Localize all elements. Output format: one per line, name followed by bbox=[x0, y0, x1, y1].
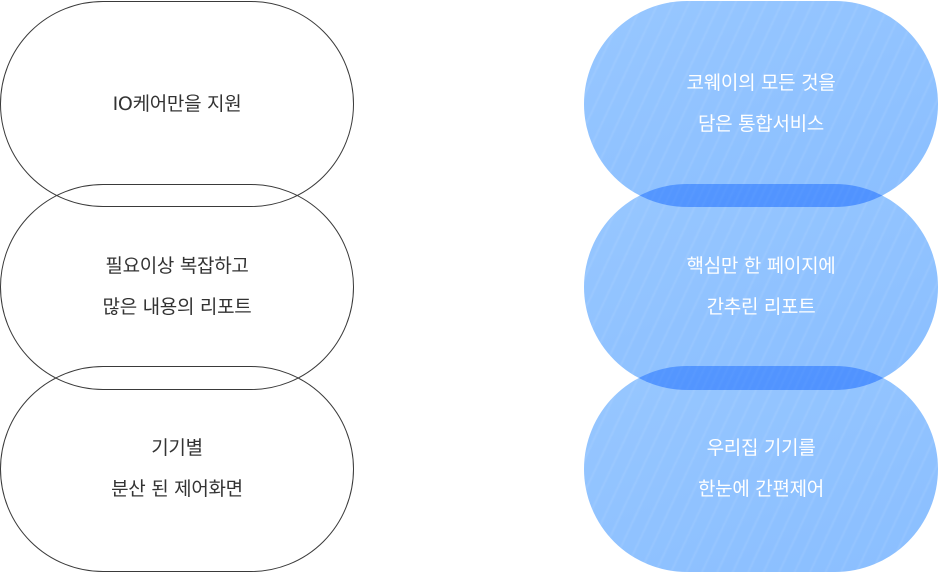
right-pill-2: 핵심만 한 페이지에 간추린 리포트 bbox=[584, 184, 938, 390]
left-pill-3-label: 기기별 분산 된 제어화면 bbox=[111, 428, 243, 510]
left-pill-3-line-1: 기기별 bbox=[151, 437, 203, 459]
left-pill-2-label: 필요이상 복잡하고 많은 내용의 리포트 bbox=[103, 246, 252, 328]
right-pill-1-line-1: 코웨이의 모든 것을 bbox=[686, 72, 836, 94]
left-pill-2: 필요이상 복잡하고 많은 내용의 리포트 bbox=[0, 184, 354, 390]
left-pill-1: IO케어만을 지원 bbox=[0, 1, 354, 207]
right-pill-1: 코웨이의 모든 것을 담은 통합서비스 bbox=[584, 1, 938, 207]
left-pill-1-label: IO케어만을 지원 bbox=[113, 84, 242, 125]
left-pill-2-line-2: 많은 내용의 리포트 bbox=[102, 296, 252, 318]
right-pill-3-line-1: 우리집 기기를 bbox=[706, 437, 816, 459]
right-pill-3-label: 우리집 기기를 한눈에 간편제어 bbox=[698, 428, 824, 510]
right-pill-2-line-1: 핵심만 한 페이지에 bbox=[686, 255, 836, 277]
left-pill-3-line-2: 분산 된 제어화면 bbox=[111, 478, 243, 500]
right-pill-2-line-2: 간추린 리포트 bbox=[706, 296, 816, 318]
right-pill-3-line-2: 한눈에 간편제어 bbox=[697, 478, 824, 500]
left-pill-3: 기기별 분산 된 제어화면 bbox=[0, 366, 354, 572]
right-pill-1-line-2: 담은 통합서비스 bbox=[697, 113, 824, 135]
left-pill-2-line-1: 필요이상 복잡하고 bbox=[105, 255, 249, 277]
left-pill-1-line-1: IO케어만을 지원 bbox=[112, 92, 242, 115]
right-pill-1-label: 코웨이의 모든 것을 담은 통합서비스 bbox=[687, 63, 836, 145]
right-pill-3: 우리집 기기를 한눈에 간편제어 bbox=[584, 366, 938, 572]
right-pill-2-label: 핵심만 한 페이지에 간추린 리포트 bbox=[687, 246, 836, 328]
